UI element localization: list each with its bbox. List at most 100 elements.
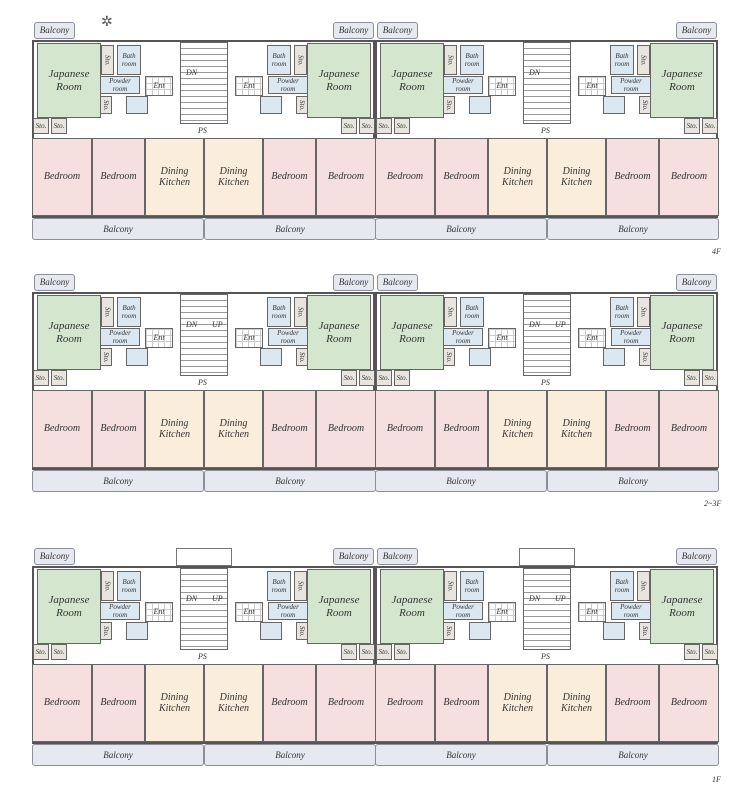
toilet [126,348,148,366]
bedroom: Bedroom [435,664,488,742]
staircase [523,568,571,650]
bath-room: Bath room [117,45,141,75]
storage: Sto. [639,348,651,366]
balcony-bottom: Balcony [375,218,547,240]
storage: Sto. [33,644,49,660]
storage: Sto. [294,45,307,75]
balcony-top: Balcony [333,274,374,291]
entrance: Ent [145,76,173,96]
balcony-top: Balcony [377,22,418,39]
dining-kitchen: Dining Kitchen [488,390,547,468]
balcony-top: Balcony [333,548,374,565]
storage: Sto. [684,118,700,134]
balcony-bottom: Balcony [32,470,204,492]
dining-kitchen: Dining Kitchen [547,664,606,742]
staircase [180,568,228,650]
bedroom: Bedroom [435,138,488,216]
dining-kitchen: Dining Kitchen [145,390,204,468]
storage: Sto. [296,622,308,640]
bedroom: Bedroom [659,138,719,216]
dining-kitchen: Dining Kitchen [488,664,547,742]
entrance: Ent [578,328,606,348]
bedroom: Bedroom [606,138,659,216]
storage: Sto. [637,297,650,327]
entrance: Ent [235,76,263,96]
toilet [469,622,491,640]
storage: Sto. [444,297,457,327]
stair-direction-label: UP [212,320,223,329]
powder-room: Powder room [611,76,651,94]
stair-direction-label: UP [212,594,223,603]
japanese-room: Japanese Room [380,43,444,118]
entrance: Ent [235,328,263,348]
balcony-top: Balcony [676,274,717,291]
staircase [180,42,228,124]
dining-kitchen: Dining Kitchen [145,138,204,216]
bedroom: Bedroom [32,664,92,742]
bedroom: Bedroom [263,664,316,742]
storage: Sto. [637,45,650,75]
bedroom: Bedroom [316,664,376,742]
storage: Sto. [394,118,410,134]
storage: Sto. [444,45,457,75]
japanese-room: Japanese Room [380,295,444,370]
balcony-top: Balcony [676,22,717,39]
entrance-canopy [519,548,575,566]
bath-room: Bath room [460,297,484,327]
storage: Sto. [639,96,651,114]
bedroom: Bedroom [375,390,435,468]
bath-room: Bath room [460,45,484,75]
entrance: Ent [145,602,173,622]
storage: Sto. [100,348,112,366]
stair-direction-label: UP [555,594,566,603]
storage: Sto. [394,370,410,386]
storage: Sto. [684,644,700,660]
balcony-bottom: Balcony [204,744,376,766]
storage: Sto. [296,348,308,366]
powder-room: Powder room [611,602,651,620]
storage: Sto. [100,622,112,640]
bedroom: Bedroom [659,664,719,742]
entrance: Ent [488,328,516,348]
balcony-bottom: Balcony [32,744,204,766]
balcony-bottom: Balcony [204,470,376,492]
staircase [523,294,571,376]
ps-label: PS [541,378,550,387]
toilet [260,622,282,640]
japanese-room: Japanese Room [307,295,371,370]
compass-icon: ✲ [101,15,113,30]
dining-kitchen: Dining Kitchen [204,390,263,468]
entrance: Ent [235,602,263,622]
stair-direction-label: DN [186,68,198,77]
dining-kitchen: Dining Kitchen [547,138,606,216]
stair-direction-label: UP [555,320,566,329]
ps-label: PS [198,378,207,387]
bedroom: Bedroom [375,138,435,216]
bedroom: Bedroom [316,390,376,468]
ps-label: PS [198,126,207,135]
storage: Sto. [702,370,718,386]
dining-kitchen: Dining Kitchen [204,664,263,742]
ps-label: PS [198,652,207,661]
entrance-canopy [176,548,232,566]
ps-label: PS [541,652,550,661]
ps-label: PS [541,126,550,135]
storage: Sto. [443,622,455,640]
bath-room: Bath room [610,297,634,327]
toilet [603,96,625,114]
bedroom: Bedroom [92,390,145,468]
balcony-bottom: Balcony [547,744,719,766]
japanese-room: Japanese Room [37,43,101,118]
dining-kitchen: Dining Kitchen [488,138,547,216]
storage: Sto. [376,118,392,134]
storage: Sto. [101,45,114,75]
storage: Sto. [702,118,718,134]
powder-room: Powder room [611,328,651,346]
staircase [180,294,228,376]
balcony-top: Balcony [34,22,75,39]
dining-kitchen: Dining Kitchen [547,390,606,468]
balcony-bottom: Balcony [204,218,376,240]
japanese-room: Japanese Room [307,43,371,118]
storage: Sto. [684,370,700,386]
balcony-top: Balcony [377,274,418,291]
